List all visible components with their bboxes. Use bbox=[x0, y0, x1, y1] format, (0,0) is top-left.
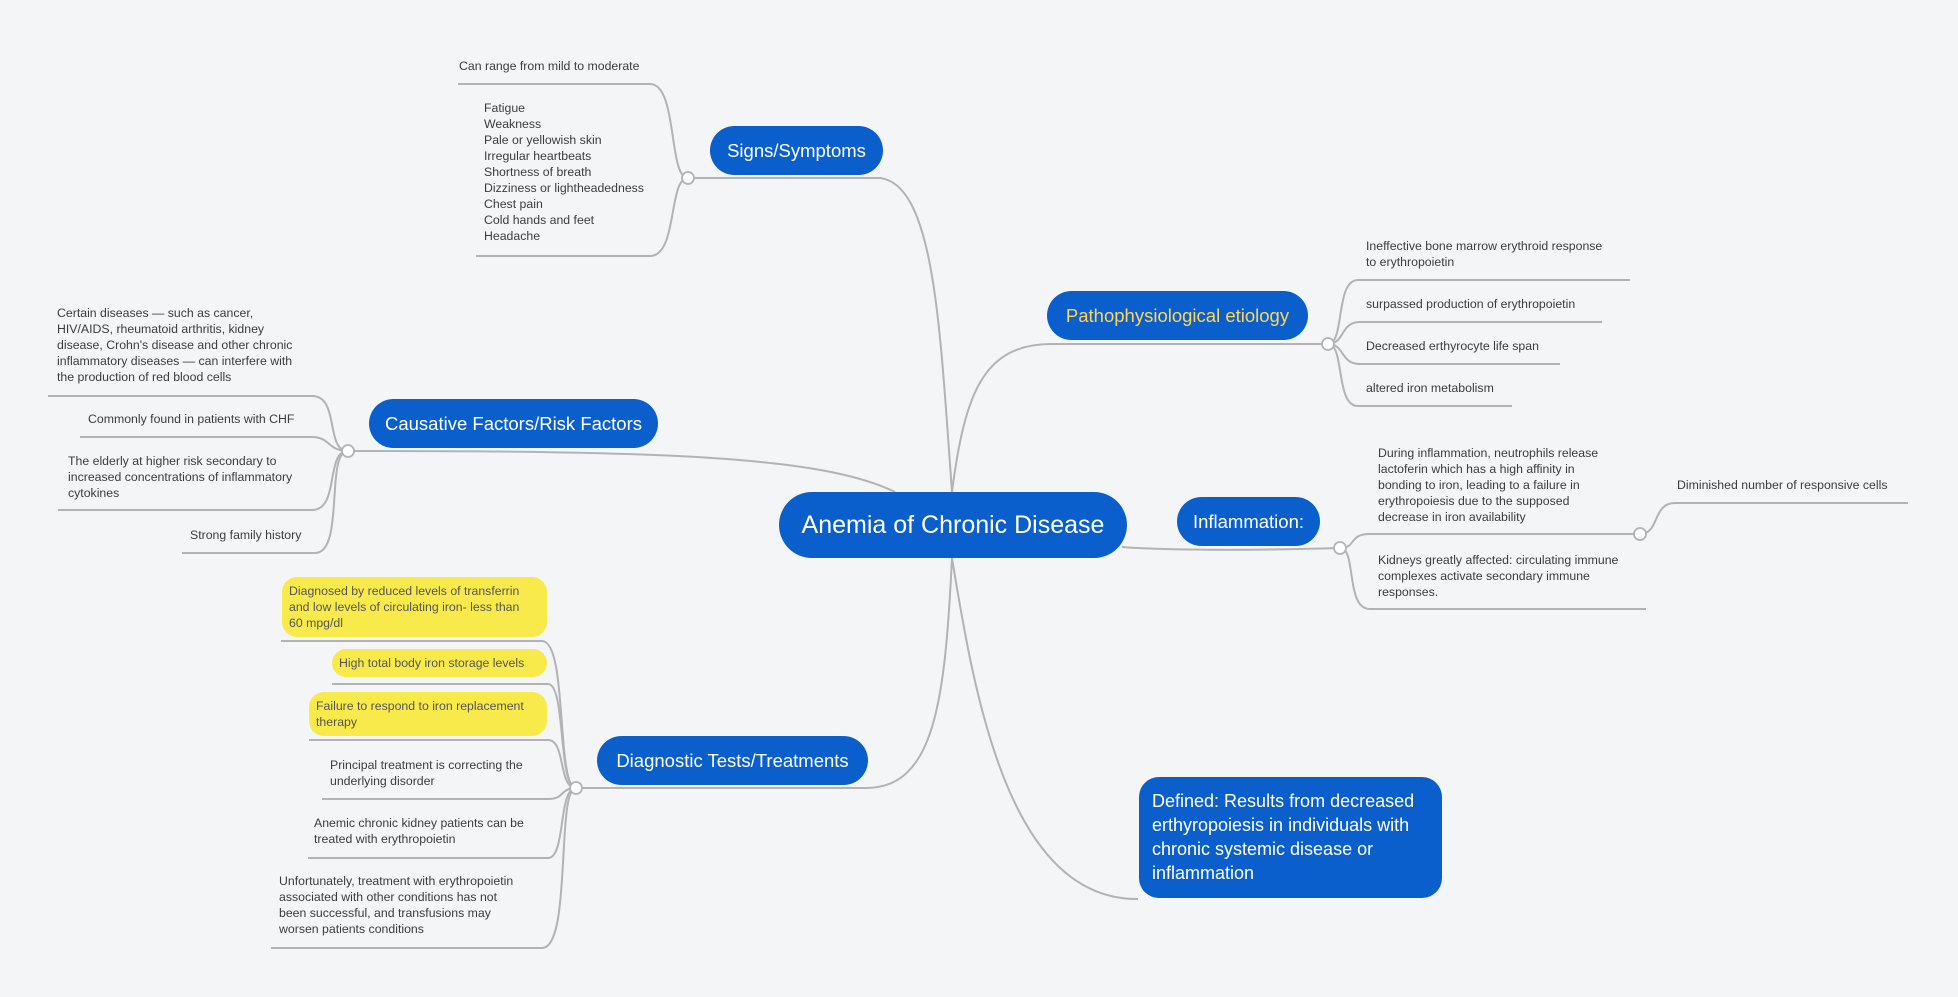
diagnostic-leaf-6[interactable]: Unfortunately, treatment with erythropoi… bbox=[279, 874, 514, 936]
pathophys-leaf-2[interactable]: surpassed production of erythropoietin bbox=[1366, 297, 1576, 311]
causes-leaf-1[interactable]: Certain diseases — such as cancer, HIV/A… bbox=[57, 306, 293, 384]
connector-pathophys bbox=[951, 343, 1328, 493]
causes-leaf-2[interactable]: Commonly found in patients with CHF bbox=[88, 412, 295, 426]
signs-list-leaf[interactable]: Fatigue Weakness Pale or yellowish skin … bbox=[484, 101, 644, 243]
diagnostic-leaf-2-highlight[interactable]: High total body iron storage levels bbox=[332, 649, 547, 677]
pathophys-leaf-1[interactable]: Ineffective bone marrow erythroid respon… bbox=[1366, 239, 1603, 269]
inflammation-leaf-1[interactable]: During inflammation, neutrophils release… bbox=[1378, 446, 1599, 524]
pathophysiological-etiology-topic[interactable]: Pathophysiological etiology bbox=[1047, 291, 1308, 340]
signs-range-leaf[interactable]: Can range from mild to moderate bbox=[459, 59, 640, 73]
causes-leaf-3[interactable]: The elderly at higher risk secondary to … bbox=[68, 454, 293, 500]
connector-inflammation bbox=[1121, 546, 1341, 551]
diagnostic-tests-topic[interactable]: Diagnostic Tests/Treatments bbox=[597, 736, 868, 785]
central-topic[interactable]: Anemia of Chronic Disease bbox=[779, 492, 1127, 558]
diagnostic-leaf-4[interactable]: Principal treatment is correcting the un… bbox=[330, 758, 523, 788]
inflammation-topic[interactable]: Inflammation: bbox=[1177, 497, 1320, 546]
connector-signs bbox=[879, 177, 953, 493]
connector-defined bbox=[951, 557, 1139, 901]
inflammation-subitem-leaf[interactable]: Diminished number of responsive cells bbox=[1677, 478, 1888, 492]
pathophys-leaf-4[interactable]: altered iron metabolism bbox=[1366, 381, 1494, 395]
diagnostic-leaf-1-highlight[interactable]: Diagnosed by reduced levels of transferr… bbox=[282, 577, 547, 637]
pathophys-leaf-3[interactable]: Decreased erthyrocyte life span bbox=[1366, 339, 1539, 353]
diagnostic-leaf-3-highlight[interactable]: Failure to respond to iron replacement t… bbox=[309, 692, 547, 736]
inflammation-leaf-2[interactable]: Kidneys greatly affected: circulating im… bbox=[1378, 553, 1619, 599]
connector-causes bbox=[347, 450, 896, 493]
signs-symptoms-topic[interactable]: Signs/Symptoms bbox=[710, 126, 883, 175]
causes-leaf-4[interactable]: Strong family history bbox=[190, 528, 302, 542]
defined-topic[interactable]: Defined: Results from decreased erthyrop… bbox=[1139, 777, 1442, 898]
diagnostic-leaf-5[interactable]: Anemic chronic kidney patients can be tr… bbox=[314, 816, 524, 846]
causative-factors-topic[interactable]: Causative Factors/Risk Factors bbox=[369, 399, 658, 448]
